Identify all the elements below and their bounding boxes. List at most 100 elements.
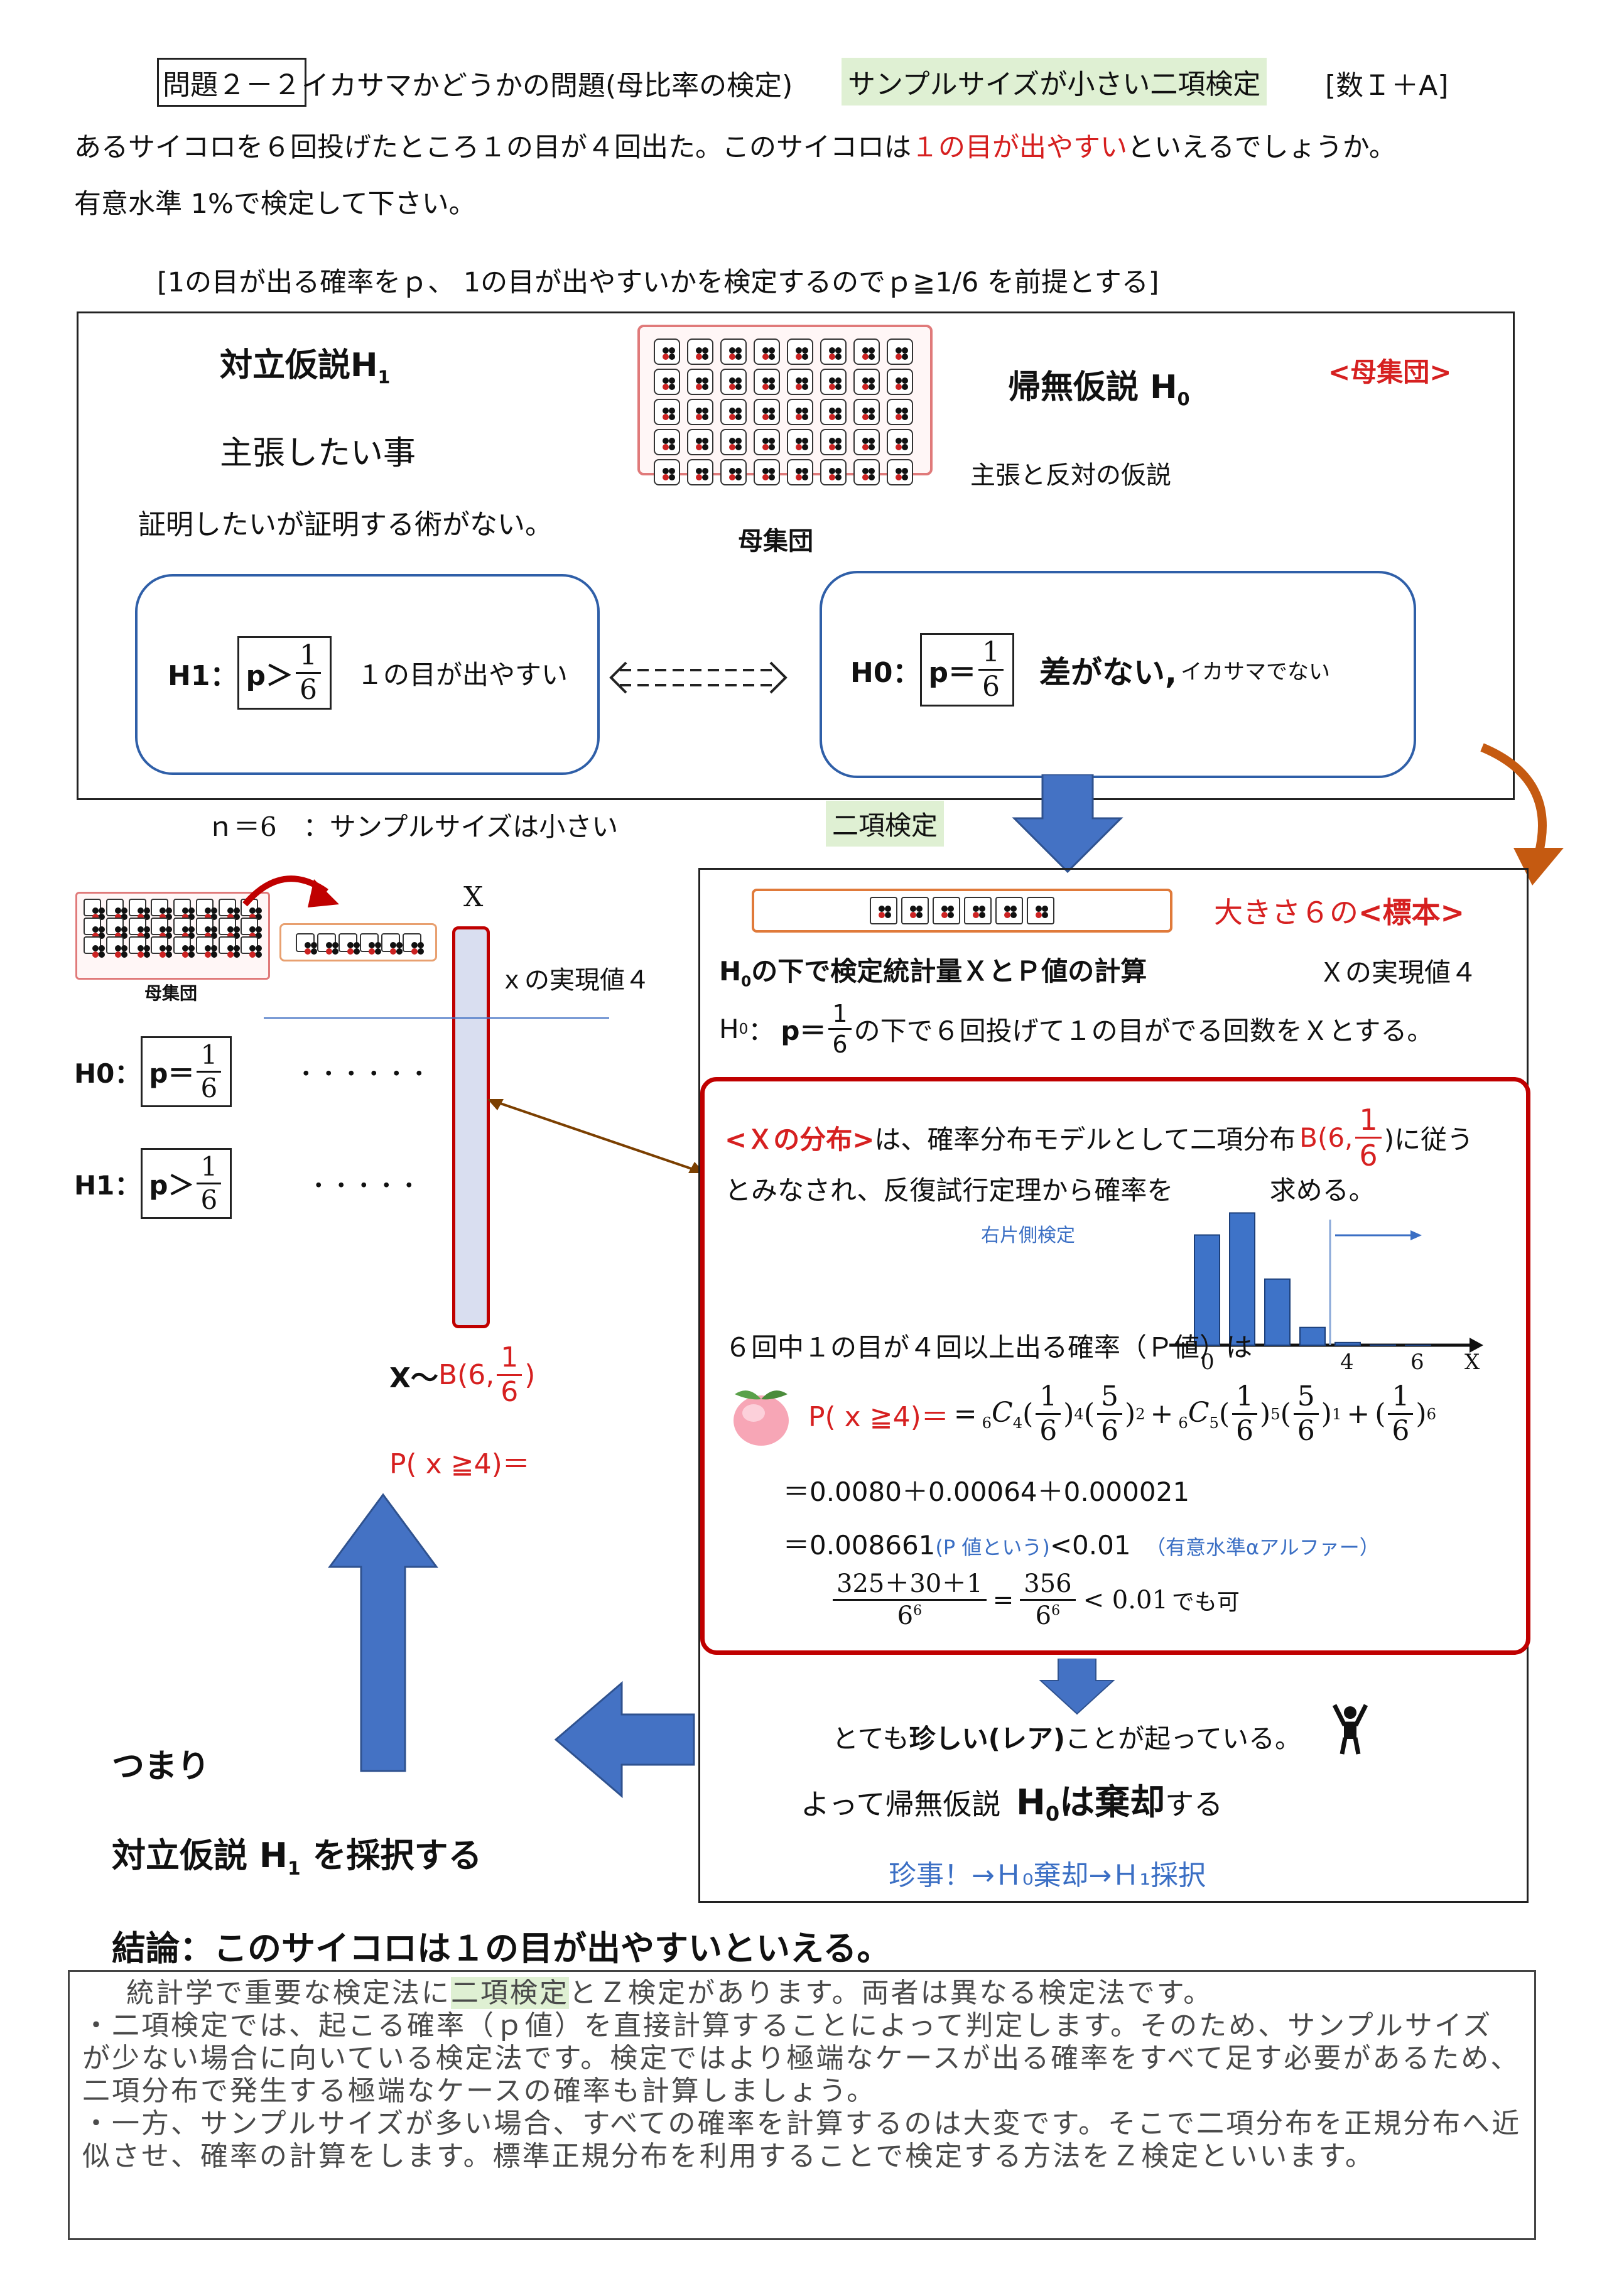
- die-icon: [687, 338, 713, 365]
- die-icon: [241, 936, 259, 954]
- die-icon: [218, 936, 236, 954]
- bar-x-4: [1334, 1341, 1361, 1346]
- die-icon: [128, 918, 146, 935]
- down-arrow-icon: [1012, 774, 1123, 874]
- peach-icon: [734, 1390, 789, 1446]
- bar-x-3: [1299, 1326, 1326, 1346]
- die-icon: [654, 338, 680, 365]
- h1-dots: ・・・・・: [307, 1172, 421, 1199]
- highlight-text: １の目が出やすい: [911, 132, 1127, 163]
- p-value-question: ６回中１の目が４回以上出る確率（Ｐ値）は: [725, 1332, 1253, 1363]
- die-icon: [195, 936, 214, 954]
- die-icon: [654, 429, 680, 455]
- dice-grid: [654, 338, 916, 485]
- left-population-image: [75, 892, 270, 980]
- test-name-tag: 二項検定: [826, 801, 945, 847]
- die-icon: [995, 897, 1023, 924]
- die-icon: [317, 933, 336, 952]
- die-icon: [402, 933, 421, 952]
- header: 問題２－２ イカサマかどうかの問題(母比率の検定) サンプルサイズが小さい二項検…: [157, 55, 1476, 107]
- problem-title: イカサマかどうかの問題(母比率の検定): [301, 70, 793, 102]
- die-icon: [241, 918, 259, 935]
- h0-note: 主張と反対の仮説: [970, 461, 1171, 490]
- die-icon: [106, 918, 124, 935]
- p-expression: P( x ≧4)＝: [389, 1448, 530, 1480]
- right-tail-arrowhead: [1410, 1230, 1422, 1240]
- die-icon: [754, 369, 780, 395]
- premise: [1の目が出る確率をｐ、 1の目が出やすいかを検定するのでｐ≧1/6 を前提とす…: [157, 267, 1159, 298]
- die-icon: [787, 369, 813, 395]
- problem-line-1: あるサイコロを６回投げたところ１の目が４回出た。このサイコロは１の目が出やすいと…: [74, 132, 1396, 163]
- die-icon: [964, 897, 992, 924]
- problem-number: 問題２－２: [157, 58, 306, 107]
- die-icon: [381, 933, 400, 952]
- tick-label-4: 4: [1340, 1350, 1354, 1375]
- p-step-2: ＝0.0080＋0.00064＋0.000021: [783, 1476, 1190, 1507]
- h0-title: 帰無仮説 H0: [1008, 369, 1190, 410]
- die-icon: [887, 338, 913, 365]
- die-icon: [687, 369, 713, 395]
- die-icon: [654, 459, 680, 485]
- h1-claim: 主張したい事: [220, 435, 416, 472]
- die-icon: [720, 338, 747, 365]
- die-icon: [754, 338, 780, 365]
- bar-x-2: [1264, 1278, 1291, 1346]
- die-icon: [151, 936, 169, 954]
- die-icon: [84, 918, 101, 935]
- bar-x-1: [1229, 1212, 1255, 1346]
- die-icon: [720, 369, 747, 395]
- die-icon: [853, 429, 880, 455]
- die-icon: [173, 918, 191, 935]
- population-image: [637, 325, 933, 485]
- die-icon: [687, 459, 713, 485]
- die-icon: [820, 429, 847, 455]
- die-icon: [720, 399, 747, 425]
- die-icon: [128, 936, 146, 954]
- footer-note: 統計学で重要な検定法に二項検定とＺ検定があります。両者は異なる検定法です。 ・二…: [68, 1970, 1536, 2240]
- die-icon: [887, 429, 913, 455]
- rare-event: とても珍しい(レア)ことが起っている。: [832, 1723, 1301, 1754]
- die-icon: [787, 338, 813, 365]
- reject-h0: よって帰無仮説 H0は棄却する: [801, 1782, 1223, 1826]
- h1-note: 証明したいが証明する術がない。: [138, 509, 553, 541]
- die-icon: [820, 459, 847, 485]
- x-axis-label: X: [463, 881, 484, 913]
- therefore-label: つまり: [112, 1748, 210, 1785]
- die-icon: [195, 918, 214, 935]
- die-icon: [870, 897, 897, 924]
- die-icon: [106, 936, 124, 954]
- final-conclusion: 結論：このサイコロは１の目が出やすいといえる。: [112, 1929, 891, 1968]
- tick-label-6: 6: [1410, 1350, 1424, 1375]
- double-arrow-icon: [609, 661, 788, 694]
- die-icon: [654, 399, 680, 425]
- x-bar: [452, 926, 490, 1328]
- sample-size-note: ｎ＝6 ：サンプルサイズは小さい: [207, 811, 619, 842]
- die-icon: [151, 918, 169, 935]
- die-icon: [787, 459, 813, 485]
- die-icon: [128, 899, 146, 916]
- die-icon: [173, 899, 191, 916]
- die-icon: [84, 936, 101, 954]
- p-step-3: ＝0.008661(P 値という)<0.01 （有意水準αアルファー）: [783, 1530, 1380, 1561]
- die-icon: [887, 459, 913, 485]
- die-icon: [853, 399, 880, 425]
- calc-title: H0の下で検定統計量ＸとＰ値の計算: [719, 956, 1147, 990]
- die-icon: [754, 459, 780, 485]
- die-icon: [687, 399, 713, 425]
